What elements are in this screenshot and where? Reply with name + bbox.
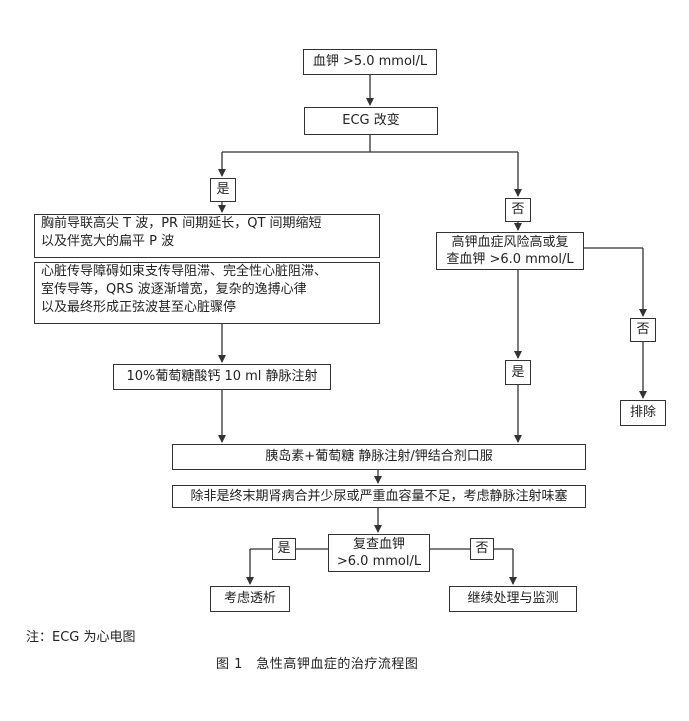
node-ecg-change: ECG 改变	[304, 107, 438, 135]
label-no-1: 否	[505, 198, 531, 222]
label-yes-3: 是	[272, 538, 296, 560]
node-ecg-findings-1: 胸前导联高尖 T 波，PR 间期延长，QT 间期缩短 以及伴宽大的扁平 P 波	[34, 214, 380, 258]
label-no-2: 否	[630, 318, 656, 342]
label-no-3: 否	[470, 538, 494, 560]
node-dialysis: 考虑透析	[210, 586, 290, 612]
figure-caption: 图 1 急性高钾血症的治疗流程图	[216, 657, 419, 672]
node-start: 血钾 >5.0 mmol/L	[303, 49, 437, 75]
node-ecg-findings-2: 心脏传导障碍如束支传导阻滞、完全性心脏阻滞、 室传导等，QRS 波逐渐增宽，复杂…	[34, 262, 380, 324]
node-continue-monitoring: 继续处理与监测	[449, 586, 577, 612]
label-yes-2: 是	[505, 360, 531, 385]
node-insulin-glucose: 胰岛素+葡萄糖 静脉注射/钾结合剂口服	[172, 444, 586, 470]
node-diuretic-note: 除非是终末期肾病合并少尿或严重血容量不足，考虑静脉注射味塞	[172, 485, 586, 508]
node-high-risk: 高钾血症风险高或复 查血钾 >6.0 mmol/L	[436, 232, 584, 270]
footnote: 注：ECG 为心电图	[26, 630, 136, 645]
node-recheck-potassium: 复查血钾 >6.0 mmol/L	[328, 534, 430, 572]
node-exclude: 排除	[620, 400, 666, 426]
node-calcium-gluconate: 10%葡萄糖酸钙 10 ml 静脉注射	[113, 364, 331, 390]
label-yes-1: 是	[210, 178, 236, 202]
